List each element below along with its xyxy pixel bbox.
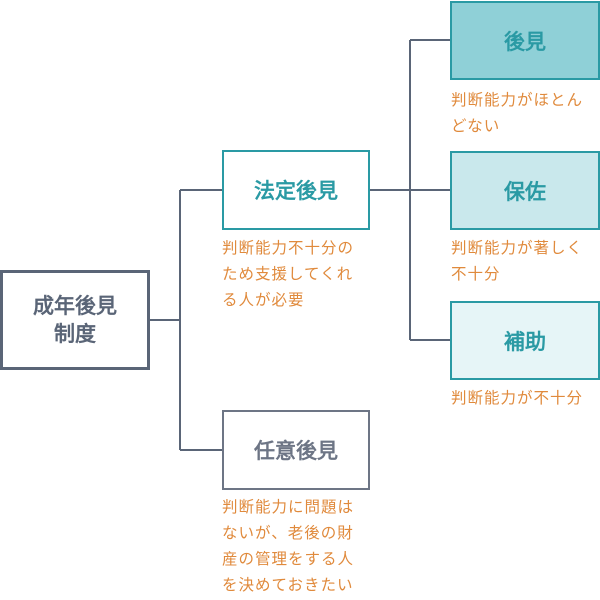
root-title-line2: 制度 — [54, 322, 96, 346]
legal-desc-line: ため支援してくれ — [222, 265, 354, 283]
hojo-title: 補助 — [504, 329, 546, 354]
hojo-description: 判断能力が不十分 — [451, 385, 583, 411]
kouken-description: 判断能力がほとん どない — [451, 87, 583, 139]
node-hojo: 補助 — [450, 301, 600, 380]
legal-desc-line: 判断能力不十分の — [222, 239, 355, 257]
legal-guardianship-description: 判断能力不十分の ため支援してくれ る人が必要 — [222, 235, 354, 313]
legal-guardianship-title: 法定後見 — [254, 179, 338, 203]
node-kouken: 後見 — [450, 1, 600, 80]
hojo-desc-line: 判断能力が不十分 — [451, 389, 584, 407]
voluntary-desc-line: 産の管理をする人 — [222, 550, 355, 568]
hosa-desc-line: 不十分 — [451, 265, 501, 283]
legal-desc-line: る人が必要 — [222, 291, 305, 309]
node-legal-guardianship: 法定後見 — [222, 150, 370, 230]
node-hosa: 保佐 — [450, 151, 600, 230]
root-node-adult-guardianship: 成年後見 制度 — [0, 270, 150, 370]
voluntary-desc-line: ないが、老後の財 — [222, 524, 354, 542]
voluntary-guardianship-title: 任意後見 — [254, 439, 338, 463]
hosa-description: 判断能力が著しく 不十分 — [451, 235, 583, 287]
node-voluntary-guardianship: 任意後見 — [222, 410, 370, 490]
kouken-desc-line: どない — [451, 117, 501, 135]
voluntary-guardianship-description: 判断能力に問題は ないが、老後の財 産の管理をする人 を決めておきたい — [222, 494, 354, 598]
voluntary-desc-line: 判断能力に問題は — [222, 498, 355, 516]
voluntary-desc-line: を決めておきたい — [222, 576, 354, 594]
hosa-title: 保佐 — [504, 179, 546, 204]
kouken-title: 後見 — [504, 29, 546, 54]
hosa-desc-line: 判断能力が著しく — [451, 239, 584, 257]
root-title-line1: 成年後見 — [33, 294, 117, 318]
kouken-desc-line: 判断能力がほとん — [451, 91, 584, 109]
